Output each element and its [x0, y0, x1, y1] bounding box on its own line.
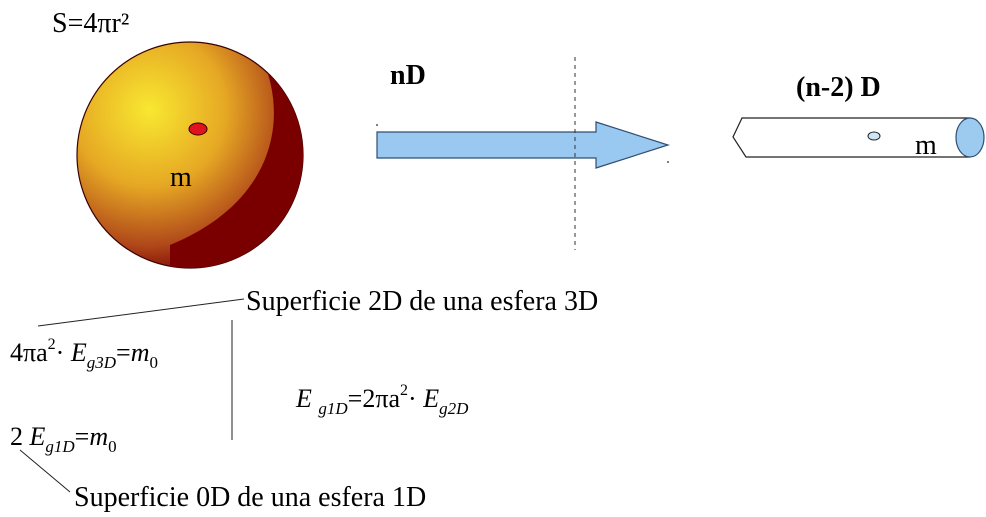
equation-3d-sphere: 4πa2· Eg3D=m0: [10, 337, 158, 372]
eq3-eq: =: [347, 384, 363, 413]
eq1-E: E: [70, 338, 87, 367]
mass-point: [188, 122, 208, 136]
eq1-m: m: [130, 338, 150, 367]
eq2-E: E: [29, 422, 46, 451]
eq2-sub: g1D: [45, 437, 75, 456]
cylinder-body: [732, 117, 970, 158]
eq1-coef: 4πa: [10, 338, 48, 367]
eq1-dot: ·: [55, 338, 65, 367]
cylinder: [732, 117, 985, 158]
eq2-msub: 0: [108, 437, 117, 456]
dimension-reduction-arrow: [376, 121, 670, 169]
equation-field-relation: E g1D=2πa2· Eg2D: [296, 383, 468, 418]
cylinder-mass-label: m: [915, 130, 937, 161]
eq1-sub: g3D: [86, 353, 117, 372]
eq3-E2: E: [423, 384, 440, 413]
from-dimension-label: nD: [390, 60, 426, 91]
eq1-eq: =: [116, 338, 131, 367]
eq2-coef: 2: [10, 422, 23, 451]
connector-line-top: [37, 298, 245, 327]
sphere-surface-formula: S=4πr²: [52, 8, 130, 39]
connector-line-bottom: [19, 449, 71, 493]
eq1-exp: 2: [47, 336, 56, 353]
eq3-dot: ·: [408, 384, 417, 413]
eq3-coef: 2πa: [362, 384, 401, 413]
sphere: [76, 41, 304, 269]
sphere-mass-label: m: [170, 162, 192, 193]
to-dimension-label: (n-2) D: [796, 72, 881, 103]
eq3-exp: 2: [400, 382, 409, 399]
label-surface-0d: Superficie 0D de una esfera 1D: [74, 482, 427, 513]
eq2-m: m: [89, 422, 109, 451]
equation-1d-sphere: 2 Eg1D=m0: [10, 422, 117, 456]
eq2-eq: =: [74, 422, 90, 451]
label-surface-2d: Superficie 2D de una esfera 3D: [246, 286, 599, 317]
eq3-sub1: g1D: [318, 399, 348, 418]
eq3-sub2: g2D: [439, 399, 469, 418]
cylinder-end: [955, 117, 985, 158]
eq3-E1: E: [296, 384, 312, 413]
cylinder-mass-point: [867, 131, 881, 141]
eq1-msub: 0: [149, 353, 158, 372]
